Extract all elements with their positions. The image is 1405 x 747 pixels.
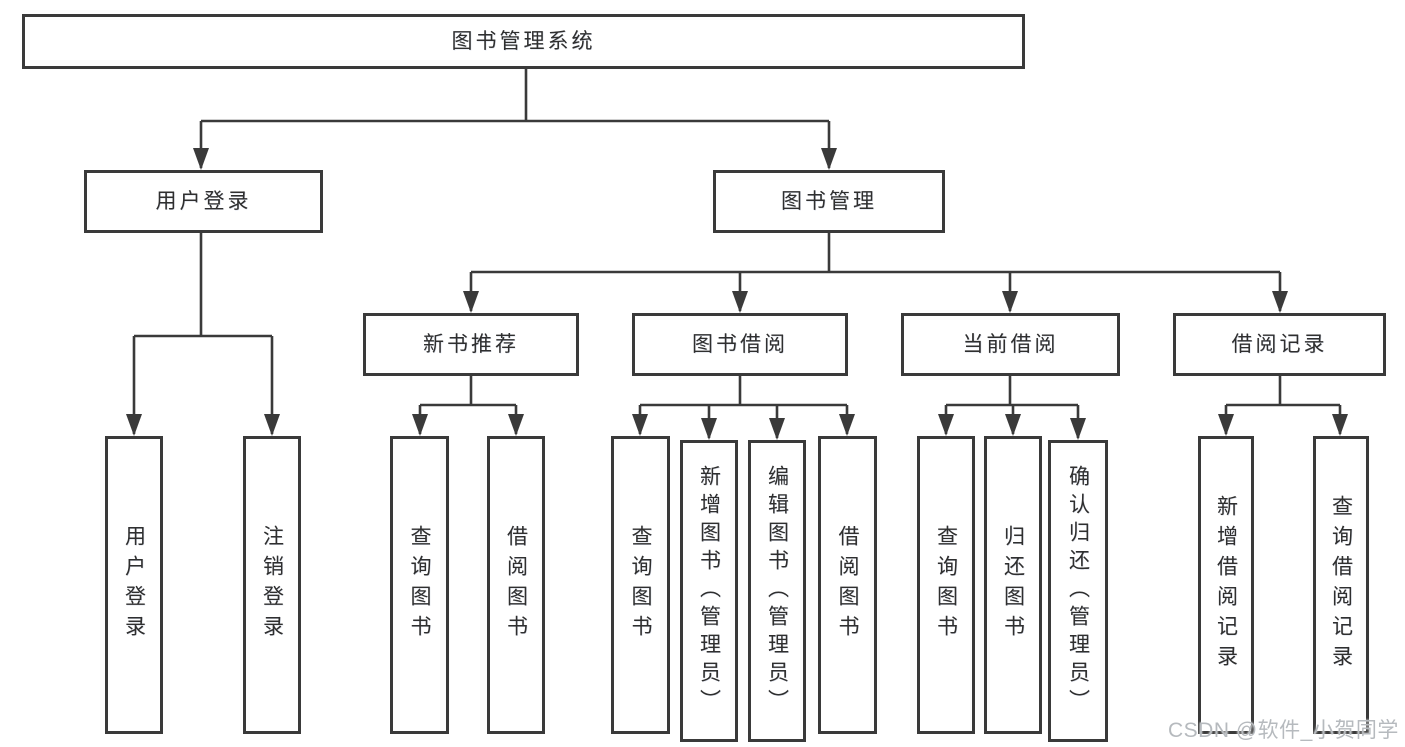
- node-book-management-branch: 图书管理: [713, 170, 945, 233]
- leaf-add-books-admin: 新增图书（管理员）: [680, 440, 738, 742]
- leaf-user-login: 用户登录: [105, 436, 163, 734]
- node-user-login-branch: 用户登录: [84, 170, 323, 233]
- node-borrow-record: 借阅记录: [1173, 313, 1386, 376]
- leaf-logout: 注销登录: [243, 436, 301, 734]
- node-root-library-system: 图书管理系统: [22, 14, 1025, 69]
- leaf-query-books-2: 查询图书: [611, 436, 670, 734]
- leaf-return-books: 归还图书: [984, 436, 1042, 734]
- node-book-borrow: 图书借阅: [632, 313, 848, 376]
- leaf-query-books-1: 查询图书: [390, 436, 449, 734]
- leaf-query-borrow-record: 查询借阅记录: [1313, 436, 1369, 734]
- node-current-borrow: 当前借阅: [901, 313, 1120, 376]
- leaf-edit-books-admin: 编辑图书（管理员）: [748, 440, 806, 742]
- leaf-confirm-return-admin: 确认归还（管理员）: [1048, 440, 1108, 742]
- node-new-book-recommend: 新书推荐: [363, 313, 579, 376]
- leaf-query-books-3: 查询图书: [917, 436, 975, 734]
- leaf-add-borrow-record: 新增借阅记录: [1198, 436, 1254, 734]
- watermark: CSDN @软件_小贺同学: [1168, 719, 1399, 742]
- leaf-borrow-books-2: 借阅图书: [818, 436, 877, 734]
- leaf-borrow-books-1: 借阅图书: [487, 436, 545, 734]
